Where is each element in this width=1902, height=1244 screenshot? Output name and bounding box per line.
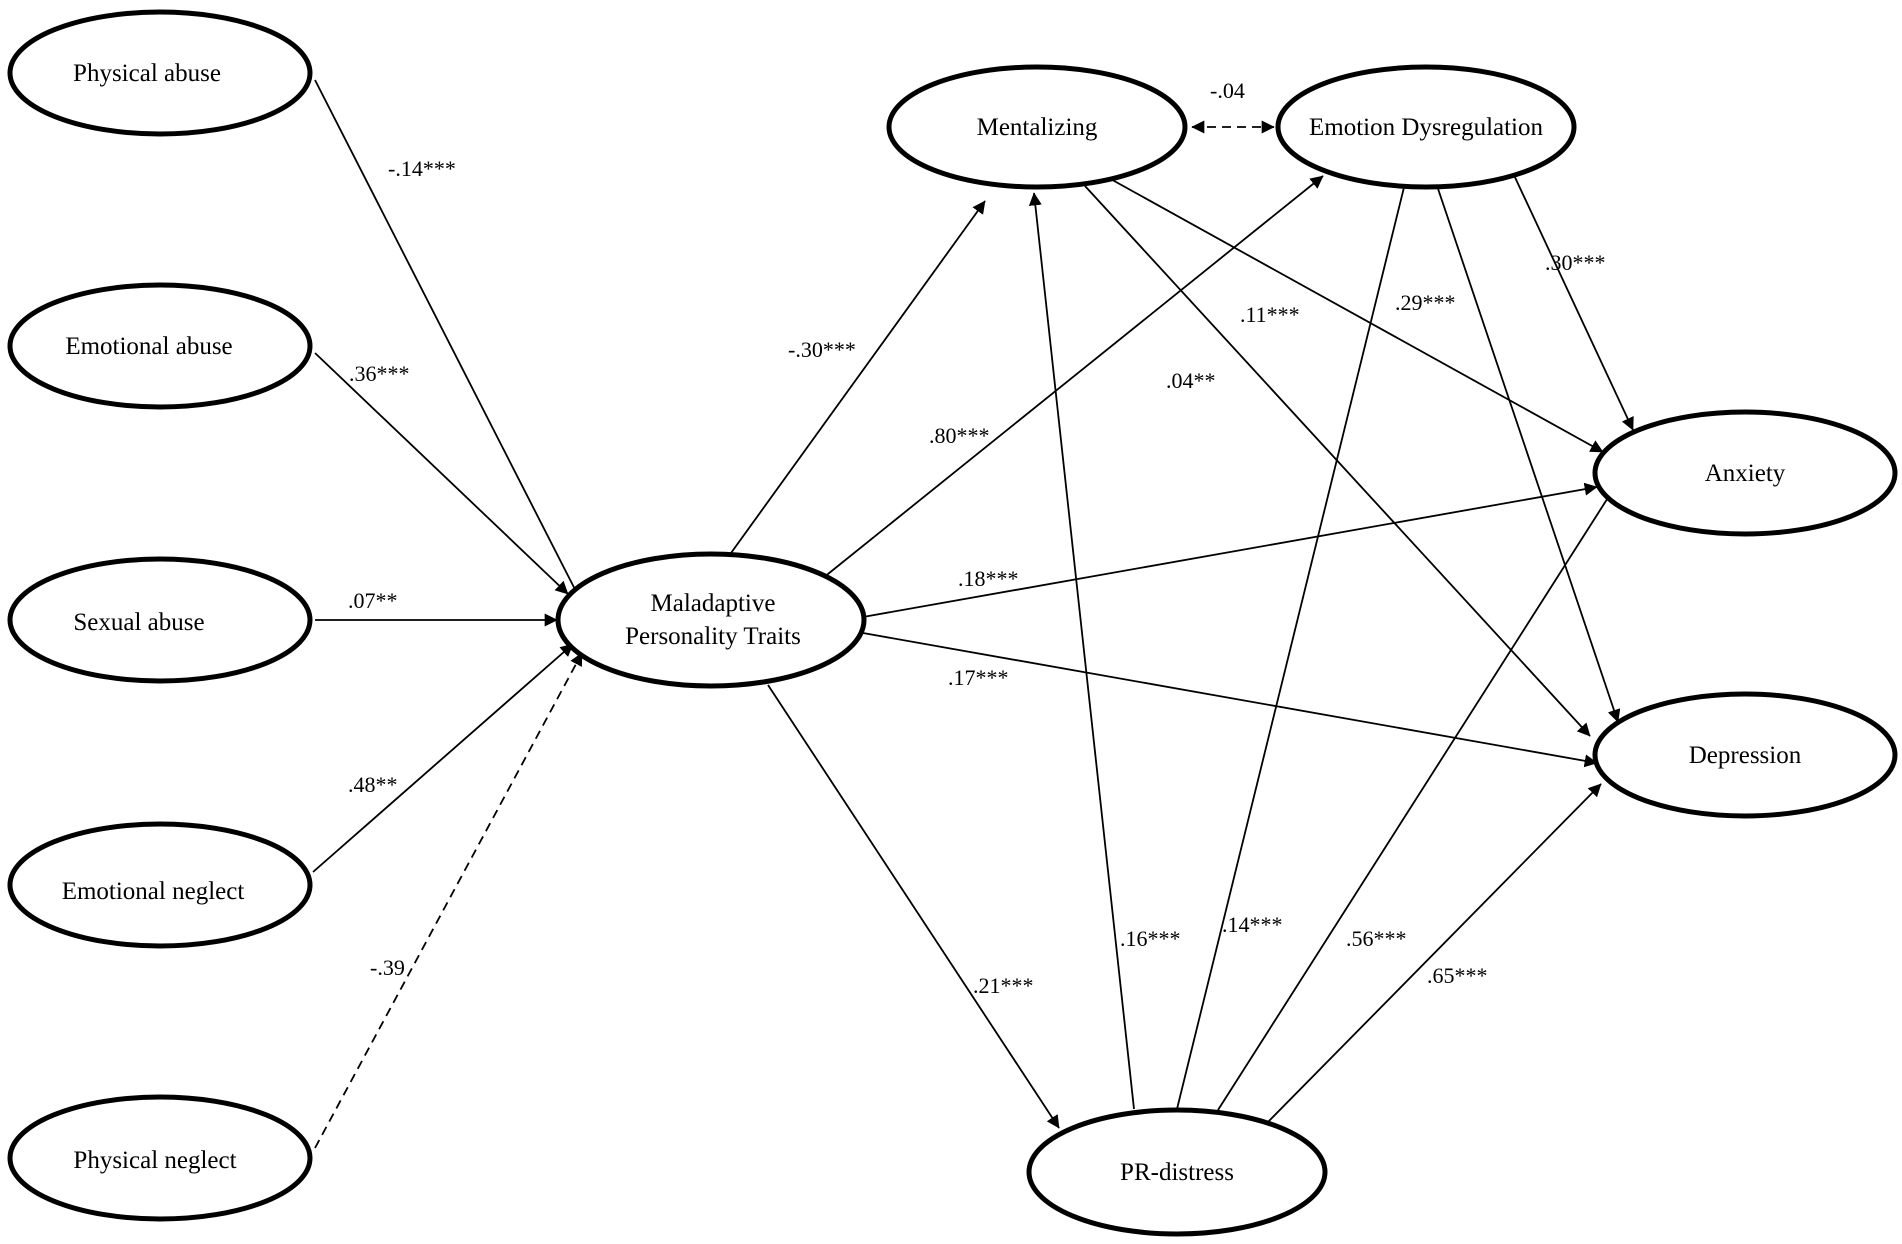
node-emotion-dysregulation: Emotion Dysregulation xyxy=(1275,64,1577,190)
node-depression-label: Depression xyxy=(1689,742,1802,769)
label-pr-distress-mentalizing: .16*** xyxy=(1120,926,1181,951)
label-pr-distress-depression: .65*** xyxy=(1427,963,1488,988)
label-traits-emotion-dysregulation: .80*** xyxy=(929,423,990,448)
node-emotion-dysregulation-label: Emotion Dysregulation xyxy=(1309,114,1543,141)
node-maladaptive-label-line1: Maladaptive xyxy=(651,590,776,617)
edges xyxy=(312,79,1634,1149)
node-physical-neglect-label: Physical neglect xyxy=(73,1147,236,1174)
label-traits-mentalizing: -.30*** xyxy=(788,337,856,362)
node-maladaptive-label-line2: Personality Traits xyxy=(625,623,801,650)
edge-labels: -.14*** .36*** .07** .48** -.39 -.30*** … xyxy=(348,78,1606,998)
node-pr-distress-label: PR-distress xyxy=(1120,1159,1234,1186)
edge-pr-distress-mentalizing xyxy=(1028,192,1135,1110)
node-anxiety-label: Anxiety xyxy=(1705,460,1786,487)
node-emotional-abuse-label: Emotional abuse xyxy=(65,333,232,360)
node-emotional-abuse: Emotional abuse xyxy=(7,282,313,410)
edge-physical-abuse-traits xyxy=(314,79,585,608)
label-emotional-abuse-traits: .36*** xyxy=(349,361,410,386)
edge-pr-distress-anxiety xyxy=(1217,481,1619,1111)
node-physical-abuse-label: Physical abuse xyxy=(73,60,221,87)
node-mentalizing: Mentalizing xyxy=(886,64,1188,190)
edge-pr-distress-emotion-dysregulation xyxy=(1176,166,1413,1110)
edge-traits-emotion-dysregulation xyxy=(822,175,1324,579)
label-mentalizing-depression: .04** xyxy=(1166,368,1216,393)
edge-emotional-abuse-traits xyxy=(314,352,569,595)
node-physical-abuse: Physical abuse xyxy=(7,9,313,137)
node-maladaptive-personality-traits: Maladaptive Personality Traits xyxy=(555,551,867,689)
node-physical-neglect: Physical neglect xyxy=(7,1094,313,1222)
label-mentalizing-anxiety: .11*** xyxy=(1240,302,1300,327)
edge-traits-anxiety xyxy=(862,482,1598,618)
edge-traits-pr-distress xyxy=(767,684,1060,1129)
label-mentalizing-emotion-dysregulation: -.04 xyxy=(1210,78,1245,103)
edge-emotion-dysregulation-depression xyxy=(1429,164,1621,723)
label-emotion-dysregulation-depression: .29*** xyxy=(1395,290,1456,315)
node-sexual-abuse: Sexual abuse xyxy=(7,556,313,684)
edge-traits-depression xyxy=(862,632,1598,768)
label-pr-distress-anxiety: .56*** xyxy=(1346,926,1407,951)
label-traits-anxiety: .18*** xyxy=(958,566,1019,591)
label-sexual-abuse-traits: .07** xyxy=(348,588,398,613)
edge-physical-neglect-traits xyxy=(314,652,583,1149)
node-sexual-abuse-label: Sexual abuse xyxy=(73,609,204,636)
edge-mentalizing-anxiety xyxy=(1097,171,1604,453)
label-physical-abuse-traits: -.14*** xyxy=(388,156,456,181)
label-traits-depression: .17*** xyxy=(948,665,1009,690)
label-traits-pr-distress: .21*** xyxy=(973,973,1034,998)
node-emotional-neglect-label: Emotional neglect xyxy=(62,878,245,905)
node-pr-distress: PR-distress xyxy=(1026,1107,1328,1237)
label-pr-distress-emotion-dysregulation: .14*** xyxy=(1222,912,1283,937)
node-mentalizing-label: Mentalizing xyxy=(977,114,1098,141)
node-emotional-neglect: Emotional neglect xyxy=(7,821,313,949)
label-emotional-neglect-traits: .48** xyxy=(348,772,398,797)
edge-pr-distress-depression xyxy=(1266,783,1602,1124)
edge-traits-mentalizing xyxy=(730,200,986,554)
label-emotion-dysregulation-anxiety: .30*** xyxy=(1545,250,1606,275)
nodes: Physical abuse Emotional abuse Sexual ab… xyxy=(7,9,1898,1237)
edge-emotion-dysregulation-anxiety xyxy=(1505,157,1634,431)
node-depression: Depression xyxy=(1592,691,1898,819)
node-anxiety: Anxiety xyxy=(1592,409,1898,537)
edge-emotional-neglect-traits xyxy=(312,643,574,873)
label-physical-neglect-traits: -.39 xyxy=(370,955,405,980)
